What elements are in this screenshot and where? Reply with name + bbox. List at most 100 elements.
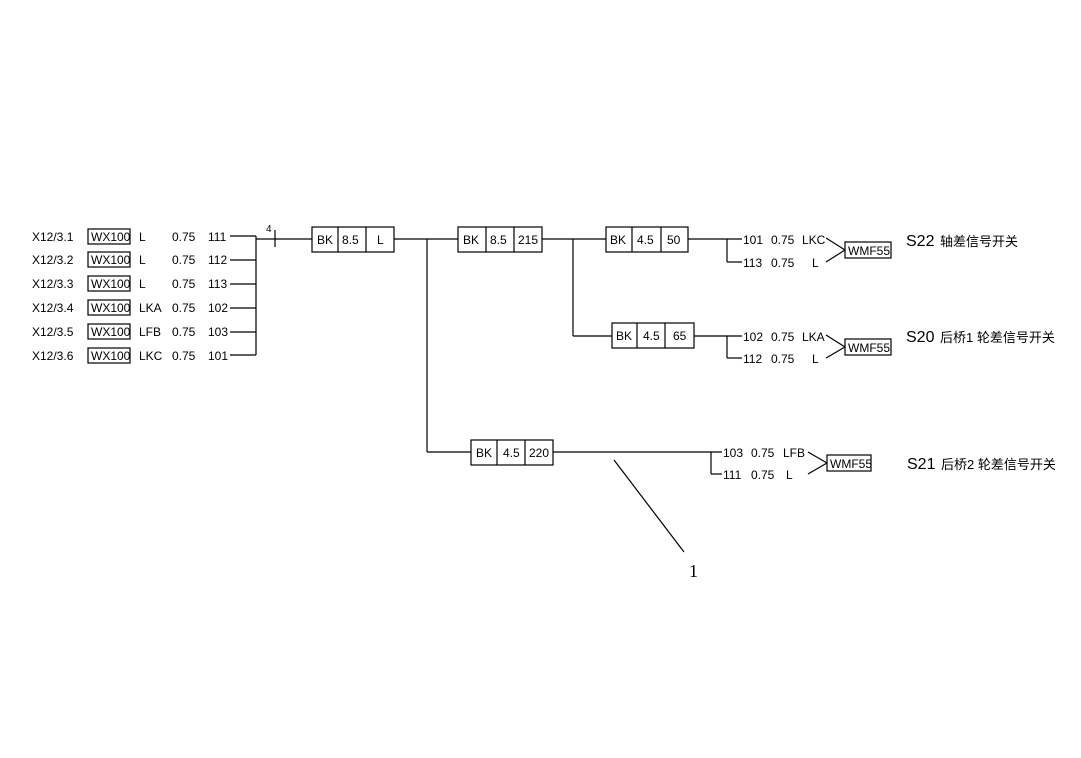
segment-sheath: BK: [610, 233, 626, 247]
signal-code: LKA: [139, 301, 162, 315]
terminal-row: X12/3.6 WX100 LKC 0.75 101: [32, 347, 256, 364]
breakout-wire-size: 0.75: [771, 256, 795, 270]
wire-number: 111: [208, 230, 227, 244]
wire-number: 112: [208, 253, 227, 267]
signal-code: LFB: [139, 325, 161, 339]
connector-code: WMF55: [830, 457, 872, 471]
breakout-wire-size: 0.75: [751, 446, 775, 460]
terminal-row: X12/3.2 WX100 L 0.75 112: [32, 251, 256, 268]
connector-lead: [825, 334, 846, 348]
wire-number: 101: [208, 349, 228, 363]
wire-size: 0.75: [172, 277, 196, 291]
callout-number: 1: [689, 561, 698, 581]
cable-box: [87, 299, 131, 316]
terminal-id: X12/3.2: [32, 253, 74, 267]
bundle-count: 4: [266, 224, 272, 235]
cable-code: WX100: [91, 253, 131, 267]
component-desc: 后桥1 轮差信号开关: [940, 330, 1055, 345]
connector-lead: [825, 237, 846, 251]
wire-number: 102: [208, 301, 228, 315]
segment-diameter: 8.5: [342, 233, 359, 247]
connector-box: [844, 241, 892, 259]
terminal-id: X12/3.6: [32, 349, 74, 363]
segment-frame: [470, 439, 554, 466]
segment-length: 65: [673, 329, 687, 343]
cable-code: WX100: [91, 349, 131, 363]
segment-frame: [605, 226, 689, 253]
breakout-wire-number: 101: [743, 233, 763, 247]
terminal-row: X12/3.4 WX100 LKA 0.75 102: [32, 299, 256, 316]
component-desc: 轴差信号开关: [940, 234, 1018, 249]
component-code: S21: [907, 456, 936, 473]
terminal-id: X12/3.1: [32, 230, 74, 244]
cable-box: [87, 347, 131, 364]
connector-lead: [825, 249, 846, 263]
segment-sheath: BK: [463, 233, 479, 247]
breakout-signal: L: [812, 256, 819, 270]
component-desc: 后桥2 轮差信号开关: [941, 457, 1056, 472]
segment-sheath: BK: [616, 329, 632, 343]
segment-box-s20: BK 4.5 65: [611, 322, 695, 349]
cable-code: WX100: [91, 277, 131, 291]
cable-code: WX100: [91, 230, 131, 244]
connector-lead: [807, 462, 828, 475]
breakout-wire-number: 113: [743, 256, 762, 270]
breakout-wire-number: 112: [743, 352, 762, 366]
breakout-wire-size: 0.75: [771, 352, 795, 366]
connector-code: WMF55: [848, 341, 890, 355]
segment-frame: [611, 322, 695, 349]
segment-diameter: 4.5: [637, 233, 654, 247]
cable-box: [87, 228, 131, 245]
terminal-id: X12/3.3: [32, 277, 74, 291]
signal-code: L: [139, 253, 146, 267]
wire-size: 0.75: [172, 230, 196, 244]
wire-size: 0.75: [172, 253, 196, 267]
segment-length: 215: [518, 233, 538, 247]
breakout-wire-size: 0.75: [771, 233, 795, 247]
segment-length: 220: [529, 446, 549, 460]
connector-lead: [807, 451, 828, 464]
wire-number: 103: [208, 325, 228, 339]
segment-box-s22: BK 4.5 50: [605, 226, 689, 253]
segment-diameter: 4.5: [503, 446, 520, 460]
connector-box: [844, 338, 892, 356]
segment-length: 50: [667, 233, 681, 247]
terminal-row: X12/3.3 WX100 L 0.75 113: [32, 275, 256, 292]
breakout-wire-number: 111: [723, 468, 742, 482]
breakout-signal: L: [812, 352, 819, 366]
breakout-signal: L: [786, 468, 793, 482]
wire-size: 0.75: [172, 325, 196, 339]
wire-size: 0.75: [172, 349, 196, 363]
segment-diameter: 8.5: [490, 233, 507, 247]
signal-code: L: [139, 277, 146, 291]
breakout-wire-size: 0.75: [751, 468, 775, 482]
breakout-wire-number: 103: [723, 446, 743, 460]
connector-code: WMF55: [848, 244, 890, 258]
wire-size: 0.75: [172, 301, 196, 315]
segment-diameter: 4.5: [643, 329, 660, 343]
terminal-row: X12/3.1 WX100 L 0.75 111: [32, 228, 256, 245]
component-code: S22: [906, 233, 935, 250]
cable-box: [87, 251, 131, 268]
cable-code: WX100: [91, 325, 131, 339]
segment-box-second: BK 8.5 215: [457, 226, 543, 253]
cable-box: [87, 275, 131, 292]
wire-number: 113: [208, 277, 227, 291]
breakout-wire-size: 0.75: [771, 330, 795, 344]
connector-lead: [825, 346, 846, 359]
component-code: S20: [906, 329, 935, 346]
signal-code: L: [139, 230, 146, 244]
segment-box-main: BK 8.5 L: [311, 226, 395, 253]
terminal-id: X12/3.4: [32, 301, 74, 315]
signal-code: LKC: [139, 349, 163, 363]
connector-box: [826, 454, 872, 472]
breakout-signal: LKC: [802, 233, 826, 247]
cable-code: WX100: [91, 301, 131, 315]
breakout-signal: LFB: [783, 446, 805, 460]
terminal-id: X12/3.5: [32, 325, 74, 339]
segment-sheath: BK: [476, 446, 492, 460]
breakout-signal: LKA: [802, 330, 825, 344]
segment-frame: [457, 226, 543, 253]
callout-leader: [613, 459, 685, 553]
